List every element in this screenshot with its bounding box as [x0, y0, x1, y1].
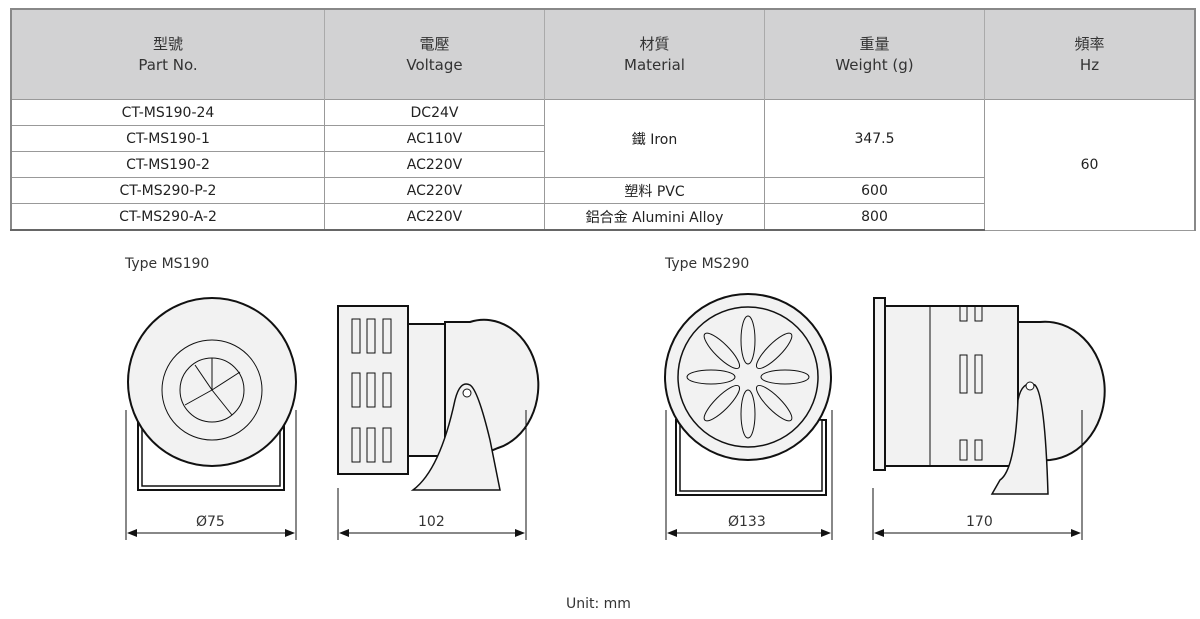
- cell-voltage: AC220V: [324, 203, 545, 231]
- ms190-diameter: Ø75: [196, 514, 225, 530]
- cell-weight: 347.5: [764, 99, 985, 178]
- ms290-front-view: [664, 293, 833, 540]
- cell-voltage: DC24V: [324, 99, 545, 126]
- cell-part: CT-MS190-24: [10, 99, 325, 126]
- table-row: CT-MS190-24 DC24V 鐵 Iron 347.5 60: [10, 99, 1196, 231]
- ms290-diameter: Ø133: [728, 514, 766, 530]
- cell-voltage: AC220V: [324, 177, 545, 204]
- ms290-length: 170: [966, 514, 993, 530]
- table-row: CT-MS190-2 AC220V: [10, 151, 1195, 178]
- ms190-title: Type MS190: [125, 256, 210, 272]
- table-row: CT-MS190-1 AC110V: [10, 125, 1195, 152]
- table-row: CT-MS290-P-2 AC220V 塑料 PVC 600: [10, 177, 1195, 204]
- ms290-side-view: [872, 297, 1106, 540]
- cell-part: CT-MS190-2: [10, 151, 325, 178]
- cell-hz: 60: [984, 99, 1196, 231]
- cell-part: CT-MS290-P-2: [10, 177, 325, 204]
- ms190-side-view: [337, 305, 540, 540]
- ms290-title: Type MS290: [665, 256, 750, 272]
- cell-part: CT-MS190-1: [10, 125, 325, 152]
- ms190-length: 102: [418, 514, 445, 530]
- table-row: CT-MS290-A-2 AC220V 鋁合金 Alumini Alloy 80…: [10, 203, 1195, 231]
- cell-material: 鐵 Iron: [544, 99, 765, 178]
- ms190-front-view: [125, 297, 297, 540]
- cell-part: CT-MS290-A-2: [10, 203, 325, 231]
- cell-weight: 800: [764, 203, 985, 231]
- cell-weight: 600: [764, 177, 985, 204]
- cell-material: 塑料 PVC: [544, 177, 765, 204]
- unit-label: Unit: mm: [566, 596, 631, 612]
- cell-voltage: AC110V: [324, 125, 545, 152]
